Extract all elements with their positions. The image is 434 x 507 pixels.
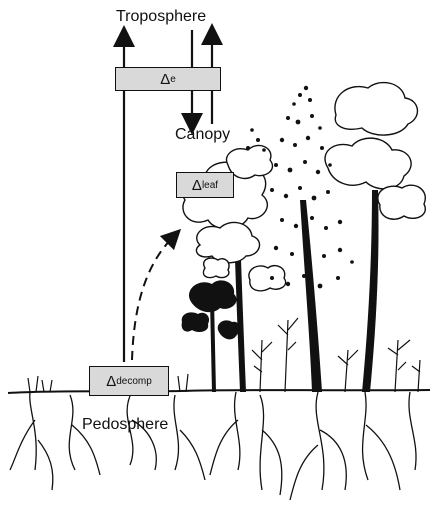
delta-subscript: decomp [116, 376, 152, 387]
tree-trunk [300, 200, 322, 392]
dashed-arrow [132, 236, 174, 360]
delta-subscript: leaf [202, 180, 218, 191]
delta-symbol: Δ [106, 373, 116, 390]
delta-symbol: Δ [192, 177, 202, 194]
delta-symbol: Δ [160, 71, 170, 88]
tree-trunk [362, 190, 379, 392]
delta-subscript: e [170, 74, 176, 85]
pedosphere-label: Pedosphere [82, 416, 168, 434]
troposphere-label: Troposphere [116, 8, 206, 26]
dark-foliage [182, 280, 240, 339]
canopy-label: Canopy [175, 126, 230, 144]
tree-trunk [210, 300, 216, 392]
roots [10, 392, 416, 500]
